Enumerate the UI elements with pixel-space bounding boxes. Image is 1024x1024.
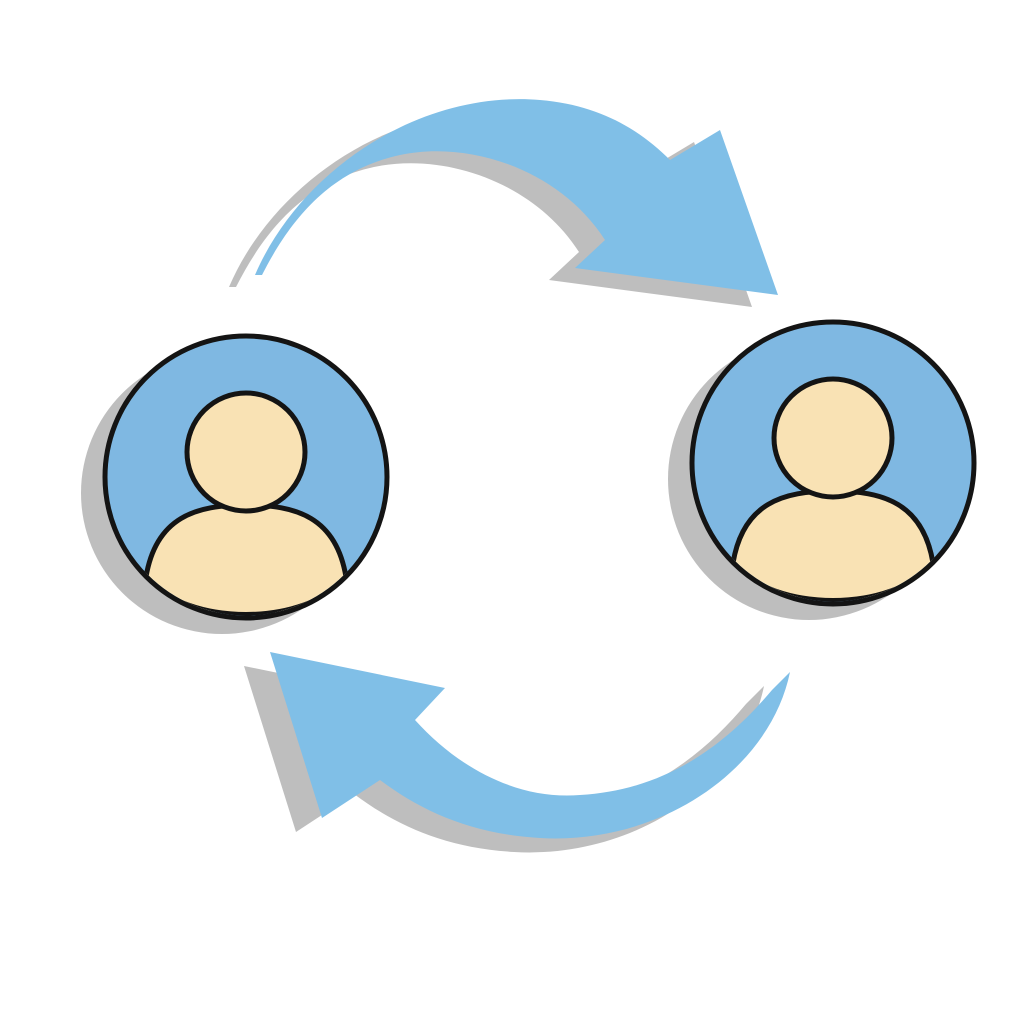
- user-body-icon: [143, 502, 349, 616]
- bottom-arrow-icon: [270, 652, 790, 839]
- user-icon: [143, 502, 349, 616]
- top-arrow: [229, 99, 778, 307]
- top-arrow-icon: [255, 99, 778, 295]
- left-user-avatar: [81, 333, 390, 634]
- bottom-arrow: [244, 652, 790, 853]
- right-user-avatar: [668, 319, 977, 620]
- user-head-icon: [771, 376, 895, 500]
- user-icon: [730, 488, 936, 602]
- user-body-icon: [730, 488, 936, 602]
- user-head-icon: [184, 390, 308, 514]
